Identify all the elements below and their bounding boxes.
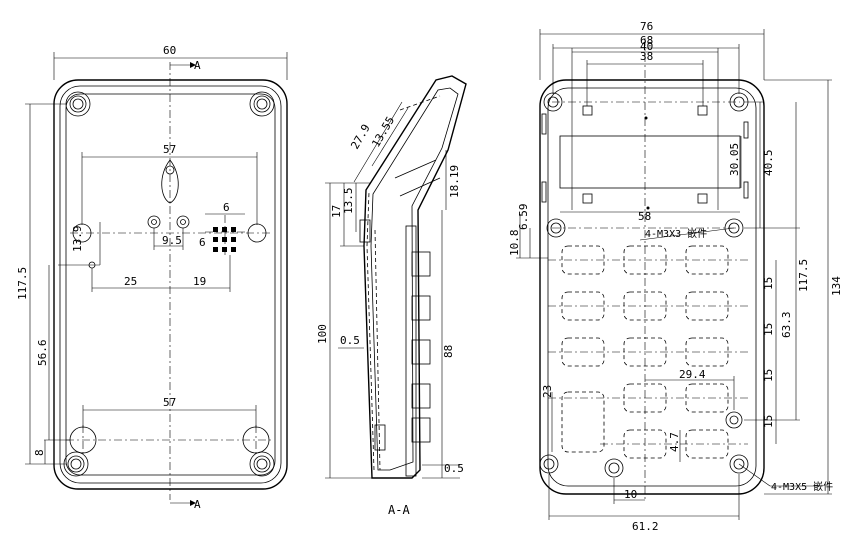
corner-boss-br xyxy=(249,451,275,477)
section-mark-top: A xyxy=(194,59,201,72)
dim-27-9: 27.9 xyxy=(348,122,373,151)
boss-upper xyxy=(359,219,371,243)
dim-15-c: 15 xyxy=(762,369,775,382)
back-outline xyxy=(539,79,765,495)
dim-117-5-back: 117.5 xyxy=(797,259,810,292)
boss-lower xyxy=(374,424,386,451)
dim-13-5: 13.5 xyxy=(342,188,355,215)
section-view: 27.9 13.55 17 13.5 18.19 100 0.5 88 0.5 … xyxy=(316,75,467,517)
dim-15-b: 15 xyxy=(762,323,775,336)
section-inner-wall xyxy=(370,87,459,471)
dim-8: 8 xyxy=(33,449,46,456)
dim-30-05: 30.05 xyxy=(728,143,741,176)
dim-10: 10 xyxy=(624,488,637,501)
dim-58: 58 xyxy=(638,210,651,223)
back-boss-lr xyxy=(725,411,743,429)
dim-10-8: 10.8 xyxy=(508,230,521,257)
corner-boss-bl xyxy=(63,451,89,477)
dim-56-6: 56.6 xyxy=(36,340,49,367)
front-outline xyxy=(53,79,288,490)
note-m3x5: 4-M3X5 嵌件 xyxy=(771,481,833,493)
dim-40-5: 40.5 xyxy=(762,150,775,177)
dim-57-upper: 57 xyxy=(163,143,176,156)
dim-19: 19 xyxy=(193,275,206,288)
back-view: 76 68 40 38 30.05 40.5 58 6.59 10.8 117.… xyxy=(508,20,843,533)
pin-grid xyxy=(213,227,236,252)
section-title: A-A xyxy=(388,503,410,517)
section-mark-bottom: A xyxy=(194,498,201,511)
back-boss-bm xyxy=(604,458,624,478)
display-window xyxy=(559,135,741,189)
key-blocks xyxy=(405,225,431,477)
dim-6-59: 6.59 xyxy=(517,204,530,231)
dim-100: 100 xyxy=(316,324,329,344)
dim-6-side: 6 xyxy=(199,236,206,249)
dim-13-9: 13.9 xyxy=(71,226,84,253)
dim-61-2: 61.2 xyxy=(632,520,659,533)
back-boss-br xyxy=(729,454,749,474)
dim-25: 25 xyxy=(124,275,137,288)
section-outline xyxy=(363,75,467,479)
dim-6-top: 6 xyxy=(223,201,230,214)
dim-0-5-bottom: 0.5 xyxy=(444,462,464,475)
dim-15-a: 15 xyxy=(762,277,775,290)
dim-63-3: 63.3 xyxy=(780,312,793,339)
dim-38: 38 xyxy=(640,50,653,63)
corner-boss-tl xyxy=(65,91,91,117)
dim-18-19: 18.19 xyxy=(448,165,461,198)
dim-76: 76 xyxy=(640,20,653,33)
dim-60: 60 xyxy=(163,44,176,57)
center-hole-right xyxy=(176,215,190,229)
dim-134: 134 xyxy=(830,276,843,296)
dim-17: 17 xyxy=(330,205,343,218)
dim-40: 40 xyxy=(640,40,653,53)
dim-23: 23 xyxy=(541,385,554,398)
note-m3x3: 4-M3X3 嵌件 xyxy=(645,228,707,240)
dim-88: 88 xyxy=(442,345,455,358)
dim-57-lower: 57 xyxy=(163,396,176,409)
keyhole-slot xyxy=(161,159,179,204)
center-hole-left xyxy=(147,215,161,229)
dim-117-5: 117.5 xyxy=(16,267,29,300)
dim-15-d: 15 xyxy=(762,415,775,428)
display-clips xyxy=(541,105,749,204)
dim-68: 68 xyxy=(640,34,653,47)
back-boss-bl xyxy=(539,454,559,474)
front-inner-wall xyxy=(59,85,282,484)
dim-9-5: 9.5 xyxy=(162,234,182,247)
corner-boss-tr xyxy=(249,91,275,117)
dim-4-7: 4.7 xyxy=(668,432,681,452)
back-inner-wall xyxy=(547,87,757,487)
dim-29-4: 29.4 xyxy=(679,368,706,381)
front-view: 60 A 57 57 6 9.5 6 25 19 13.9 117.5 56.6… xyxy=(16,44,288,511)
front-inner-ledge xyxy=(65,93,276,476)
dim-0-5-left: 0.5 xyxy=(340,334,360,347)
